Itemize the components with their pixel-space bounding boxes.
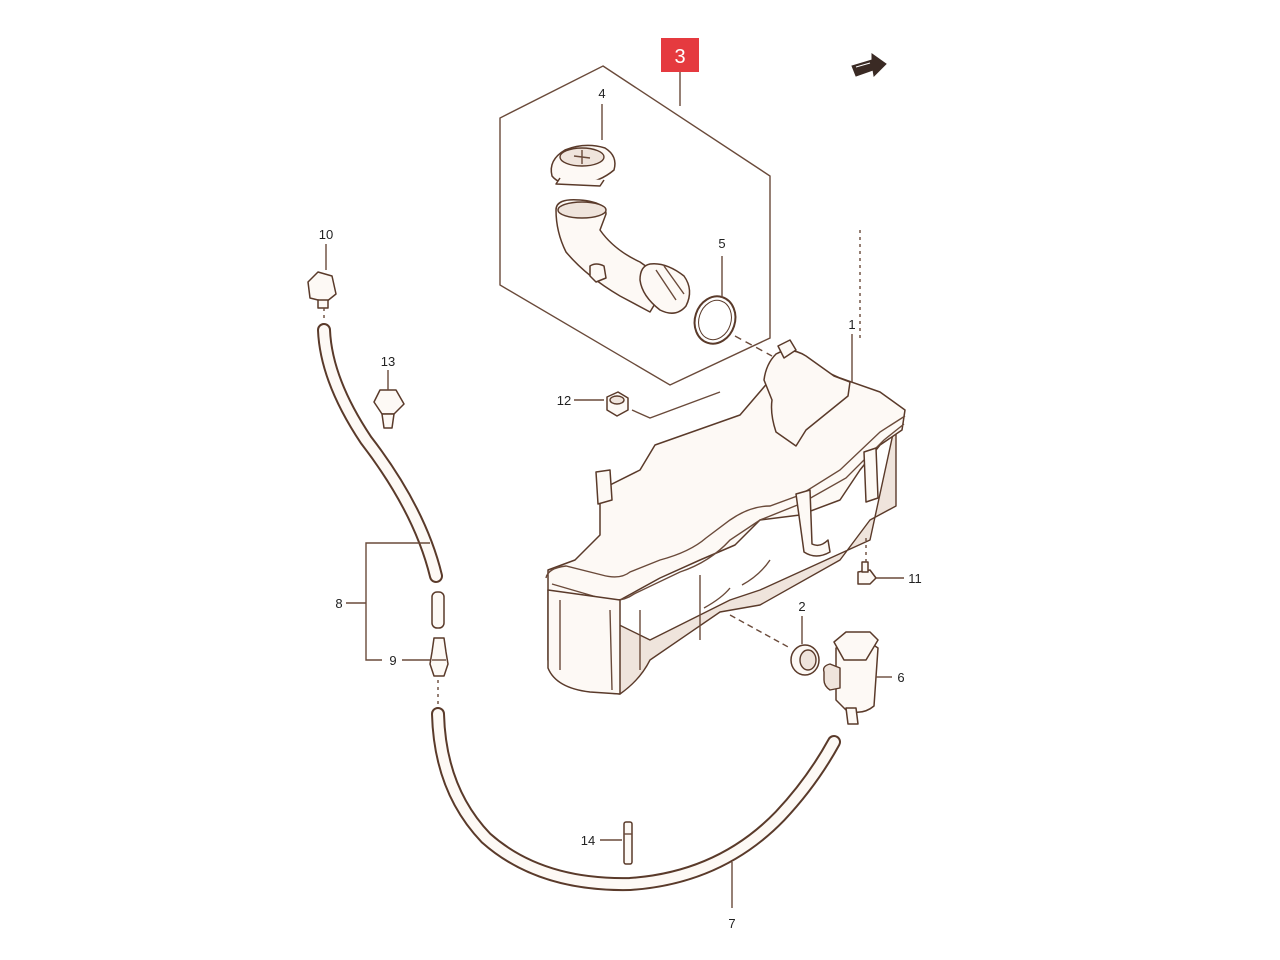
callout-10: 10 [319,227,333,242]
front-direction-arrow-icon [851,53,887,78]
callout-12: 12 [557,393,571,408]
o-ring [693,295,737,345]
callout-14: 14 [581,833,595,848]
callout-3-label: 3 [674,46,685,68]
filler-neck [555,198,691,314]
callout-3-badge[interactable] [661,38,699,72]
hose-pin [623,821,633,865]
hose-clip [373,389,405,429]
callout-13: 13 [381,354,395,369]
upper-hose [317,323,445,629]
callout-1: 1 [848,317,855,332]
washer-tank [545,339,906,695]
group-3-outline [499,65,771,386]
callout-7: 7 [728,916,735,931]
washer-pump [822,631,879,725]
callout-11: 11 [908,571,922,586]
bolt [857,561,877,585]
hose-joint [429,637,449,677]
lower-hose [431,707,841,892]
callout-2: 2 [798,599,805,614]
callout-5: 5 [718,236,725,251]
callout-6: 6 [897,670,904,685]
callout-8: 8 [335,596,342,611]
grommet-nut [606,391,629,417]
callout-4: 4 [598,86,605,101]
callout-9: 9 [389,653,396,668]
filler-cap [550,144,616,187]
leader-8 [346,542,430,661]
pump-grommet [790,644,820,676]
washer-nozzle [307,271,337,309]
callout-3[interactable]: 3 [661,38,699,72]
